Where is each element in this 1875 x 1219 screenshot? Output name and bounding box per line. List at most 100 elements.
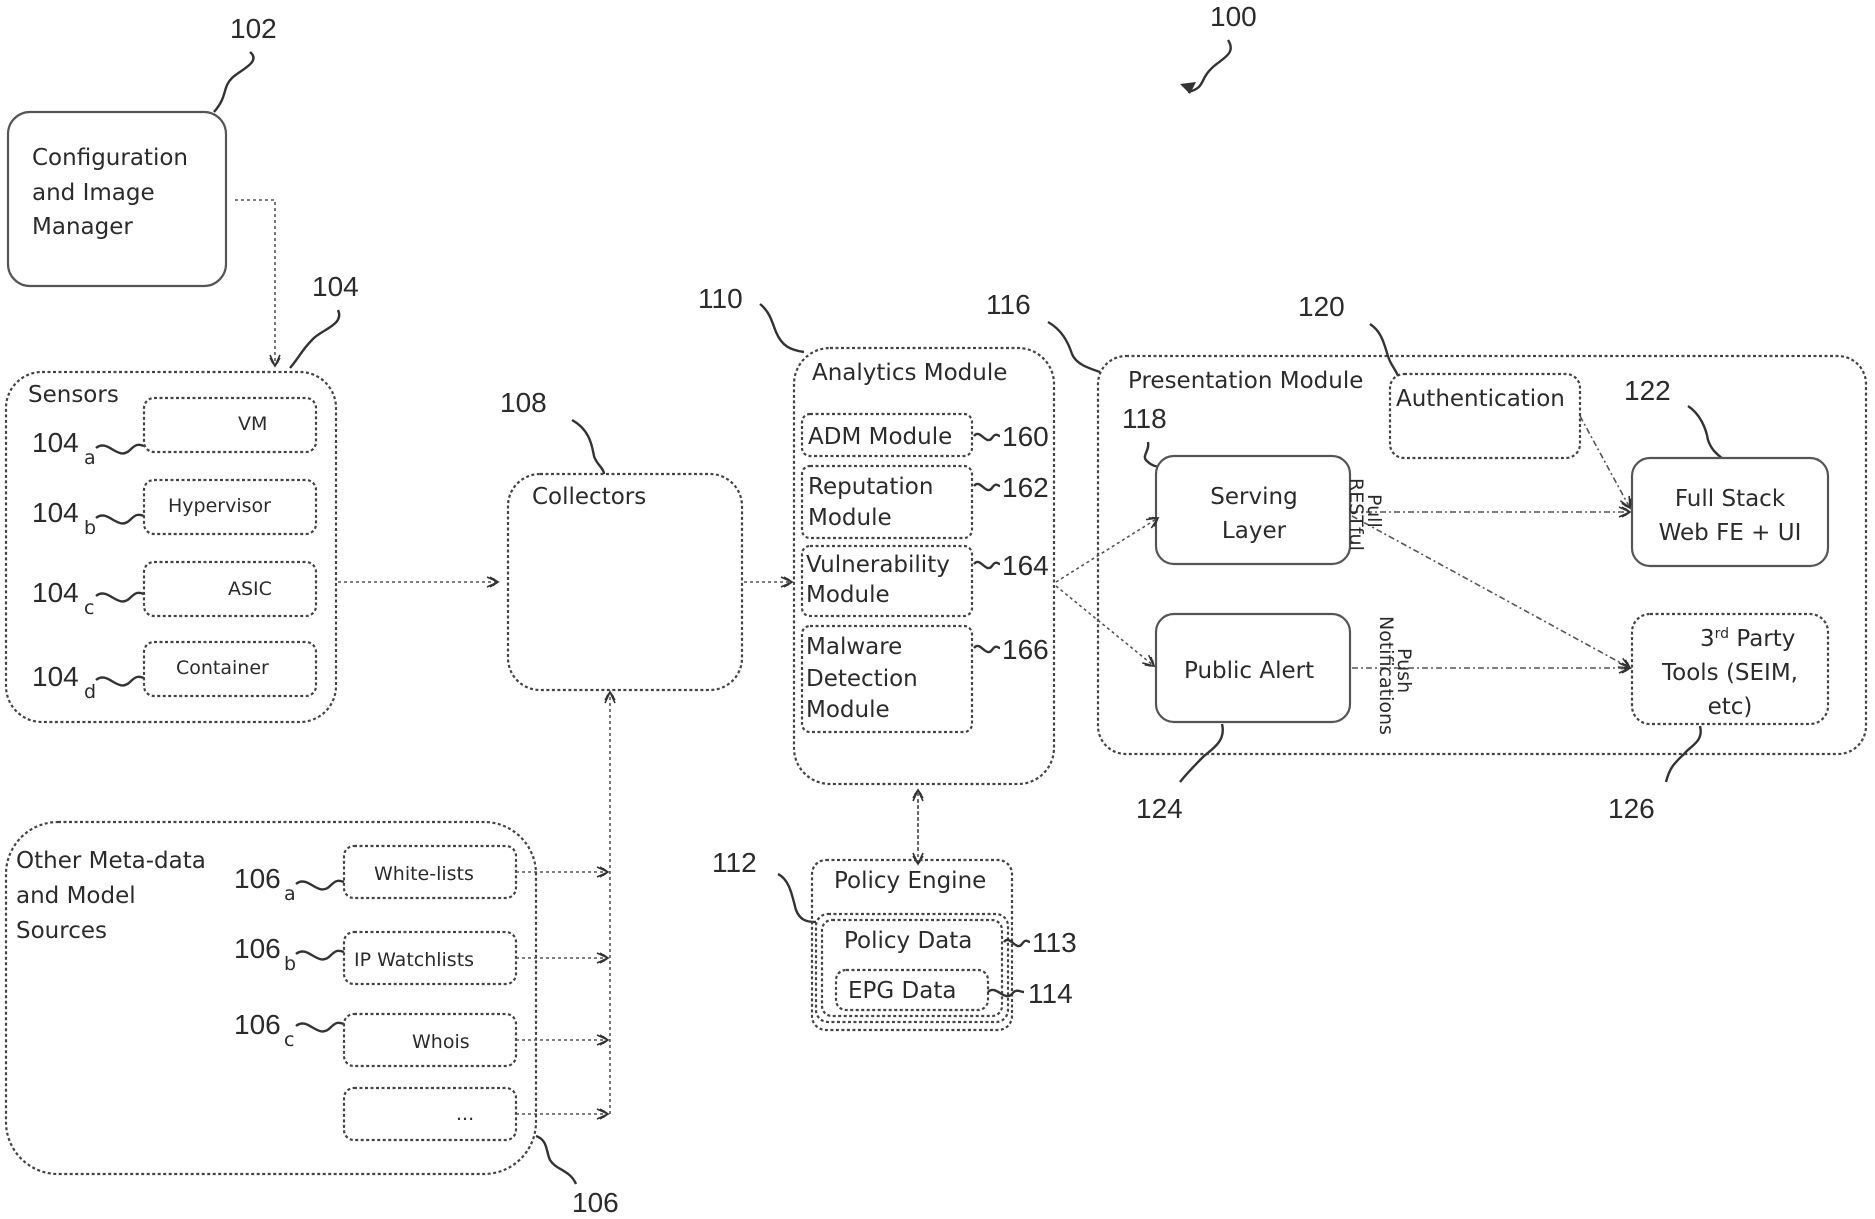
svg-text:ADM Module: ADM Module <box>808 424 952 450</box>
svg-text:162: 162 <box>1002 472 1049 503</box>
svg-text:3rd Party: 3rd Party <box>1700 626 1795 652</box>
presentation-module: 116 Presentation Module 120 Authenticati… <box>986 289 1866 824</box>
svg-text:Container: Container <box>176 657 269 679</box>
malware-detection-module: Malware Detection Module 166 <box>802 626 1049 732</box>
svg-text:Module: Module <box>806 582 890 608</box>
svg-text:104: 104 <box>32 427 79 458</box>
svg-text:160: 160 <box>1002 421 1049 452</box>
svg-text:104: 104 <box>32 577 79 608</box>
svg-text:Module: Module <box>808 505 892 531</box>
svg-text:Analytics Module: Analytics Module <box>812 360 1007 386</box>
svg-text:Collectors: Collectors <box>532 484 646 510</box>
source-more: ... <box>344 1088 516 1140</box>
svg-text:102: 102 <box>230 13 277 44</box>
svg-text:EPG Data: EPG Data <box>848 978 956 1004</box>
svg-text:124: 124 <box>1136 793 1183 824</box>
svg-text:Authentication: Authentication <box>1396 386 1565 412</box>
svg-text:118: 118 <box>1122 403 1167 434</box>
svg-text:etc): etc) <box>1708 694 1753 720</box>
svg-text:Full Stack: Full Stack <box>1675 486 1786 512</box>
svg-text:Sources: Sources <box>16 918 107 944</box>
source-ip-watchlists: 106 b IP Watchlists <box>234 932 516 984</box>
svg-text:112: 112 <box>712 847 757 878</box>
svg-text:a: a <box>284 883 296 905</box>
svg-text:106: 106 <box>234 933 281 964</box>
config-line-1: Configuration <box>32 145 188 171</box>
figure-ref-100: 100 <box>1180 1 1257 94</box>
sensor-asic: 104 c ASIC <box>32 562 316 619</box>
metadata-sources-group: Other Meta-data and Model Sources 106 a … <box>6 822 619 1218</box>
svg-text:Policy Data: Policy Data <box>844 928 972 954</box>
svg-text:126: 126 <box>1608 793 1655 824</box>
svg-text:106: 106 <box>234 863 281 894</box>
svg-text:Vulnerability: Vulnerability <box>806 552 950 578</box>
config-line-2: and Image <box>32 180 155 206</box>
policy-engine: 112 Policy Engine Policy Data EPG Data 1… <box>712 847 1077 1030</box>
svg-text:106: 106 <box>572 1187 619 1218</box>
svg-text:104: 104 <box>32 497 79 528</box>
vulnerability-module: Vulnerability Module 164 <box>802 546 1049 616</box>
sensor-vm: 104 a VM <box>32 398 316 469</box>
config-to-sensors-arrow <box>235 200 275 366</box>
svg-text:Whois: Whois <box>412 1031 470 1053</box>
svg-text:Tools (SEIM,: Tools (SEIM, <box>1661 660 1798 686</box>
svg-text:b: b <box>84 517 96 539</box>
svg-text:Web FE + UI: Web FE + UI <box>1659 520 1802 546</box>
svg-text:Layer: Layer <box>1222 518 1287 544</box>
svg-text:c: c <box>84 597 94 619</box>
svg-text:164: 164 <box>1002 550 1049 581</box>
svg-text:a: a <box>84 447 96 469</box>
svg-text:116: 116 <box>986 289 1031 320</box>
svg-text:...: ... <box>456 1103 474 1125</box>
svg-text:Presentation Module: Presentation Module <box>1128 368 1363 394</box>
full-stack-box: 122 Full Stack Web FE + UI <box>1624 375 1828 566</box>
config-line-3: Manager <box>32 214 133 240</box>
metadata-bus-arrows <box>516 692 610 1114</box>
svg-text:104: 104 <box>32 661 79 692</box>
restful-label: RESTful <box>1345 478 1367 551</box>
svg-text:and Model: and Model <box>16 883 136 909</box>
svg-text:Hypervisor: Hypervisor <box>168 495 271 517</box>
svg-text:110: 110 <box>698 283 743 314</box>
serving-layer-box: 118 Serving Layer <box>1122 403 1350 564</box>
svg-text:Policy Engine: Policy Engine <box>834 868 986 894</box>
svg-text:100: 100 <box>1210 1 1257 32</box>
svg-text:White-lists: White-lists <box>374 863 474 885</box>
svg-text:b: b <box>284 953 296 975</box>
svg-text:c: c <box>284 1029 294 1051</box>
sensor-hypervisor: 104 b Hypervisor <box>32 480 316 539</box>
reputation-module: Reputation Module 162 <box>802 466 1049 538</box>
svg-text:114: 114 <box>1028 978 1073 1009</box>
svg-text:d: d <box>84 681 96 703</box>
source-white-lists: 106 a White-lists <box>234 846 516 905</box>
svg-text:Reputation: Reputation <box>808 474 933 500</box>
config-image-manager: 102 Configuration and Image Manager <box>8 13 277 286</box>
svg-text:Sensors: Sensors <box>28 382 119 408</box>
third-party-tools-box: 3rd Party Tools (SEIM, etc) 126 <box>1608 614 1828 824</box>
svg-text:Detection: Detection <box>806 666 918 692</box>
analytics-module: 110 Analytics Module ADM Module 160 Repu… <box>698 283 1054 784</box>
svg-text:108: 108 <box>500 387 547 418</box>
sensor-container: 104 d Container <box>32 642 316 703</box>
sensors-group: 104 Sensors 104 a VM 104 b Hypervisor 10… <box>6 271 359 722</box>
svg-text:104: 104 <box>312 271 359 302</box>
public-alert-box: Public Alert 124 <box>1136 614 1350 824</box>
svg-text:Other Meta-data: Other Meta-data <box>16 848 206 874</box>
svg-text:106: 106 <box>234 1009 281 1040</box>
svg-text:Malware: Malware <box>806 634 902 660</box>
svg-text:120: 120 <box>1298 291 1345 322</box>
adm-module: ADM Module 160 <box>802 414 1049 456</box>
svg-text:Serving: Serving <box>1210 484 1297 510</box>
svg-text:166: 166 <box>1002 634 1049 665</box>
source-whois: 106 c Whois <box>234 1009 516 1066</box>
svg-text:Module: Module <box>806 697 890 723</box>
svg-text:122: 122 <box>1624 375 1671 406</box>
svg-text:VM: VM <box>238 413 267 435</box>
collectors: 108 Collectors <box>500 387 742 690</box>
svg-text:ASIC: ASIC <box>228 578 272 600</box>
notifications-label: Notifications <box>1375 616 1397 735</box>
svg-text:IP Watchlists: IP Watchlists <box>354 949 474 971</box>
svg-text:Public Alert: Public Alert <box>1184 658 1314 684</box>
svg-text:113: 113 <box>1032 927 1077 958</box>
